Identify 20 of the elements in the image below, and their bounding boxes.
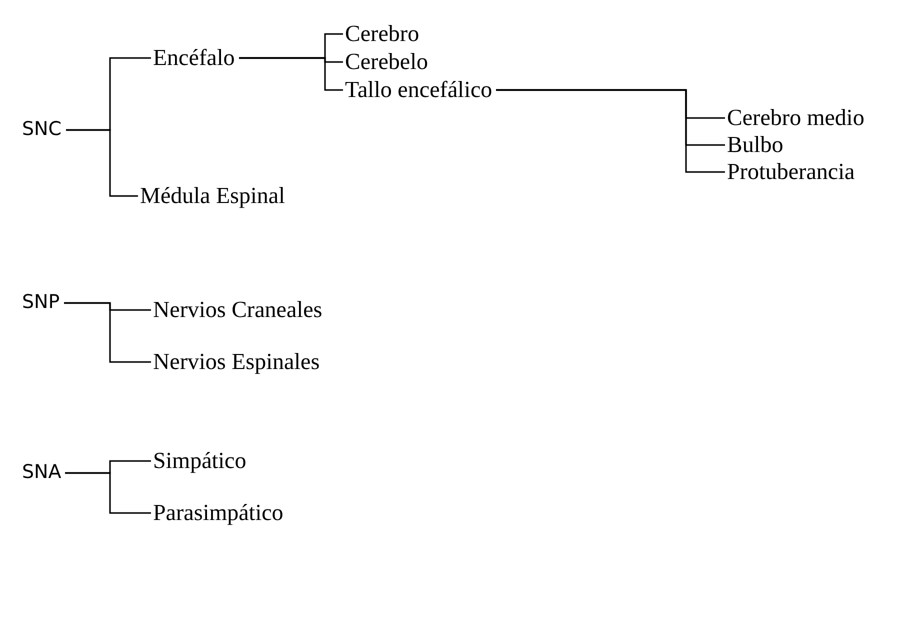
category-label: Parasimpático <box>153 500 284 526</box>
bracket-connector <box>239 57 343 91</box>
category-label: Encéfalo <box>153 45 235 72</box>
category-label: Tallo encefálico <box>345 77 492 104</box>
category-label: Bulbo <box>727 132 784 158</box>
bracket-connector <box>64 302 151 363</box>
bracket-connector <box>496 89 725 173</box>
category-label: Nervios Espinales <box>153 349 320 376</box>
category-label: Cerebelo <box>345 49 428 76</box>
category-label: SNA <box>22 462 62 484</box>
bracket-connector <box>66 129 138 197</box>
category-label: Médula Espinal <box>140 183 285 210</box>
category-label: Cerebro medio <box>727 105 864 132</box>
category-label: Cerebro <box>345 21 420 48</box>
category-label: SNP <box>22 292 60 314</box>
category-label: Protuberancia <box>727 159 855 186</box>
category-label: Nervios Craneales <box>153 297 322 324</box>
category-label: Simpático <box>153 448 246 474</box>
bracket-connector <box>65 472 151 514</box>
category-label: SNC <box>22 119 62 141</box>
